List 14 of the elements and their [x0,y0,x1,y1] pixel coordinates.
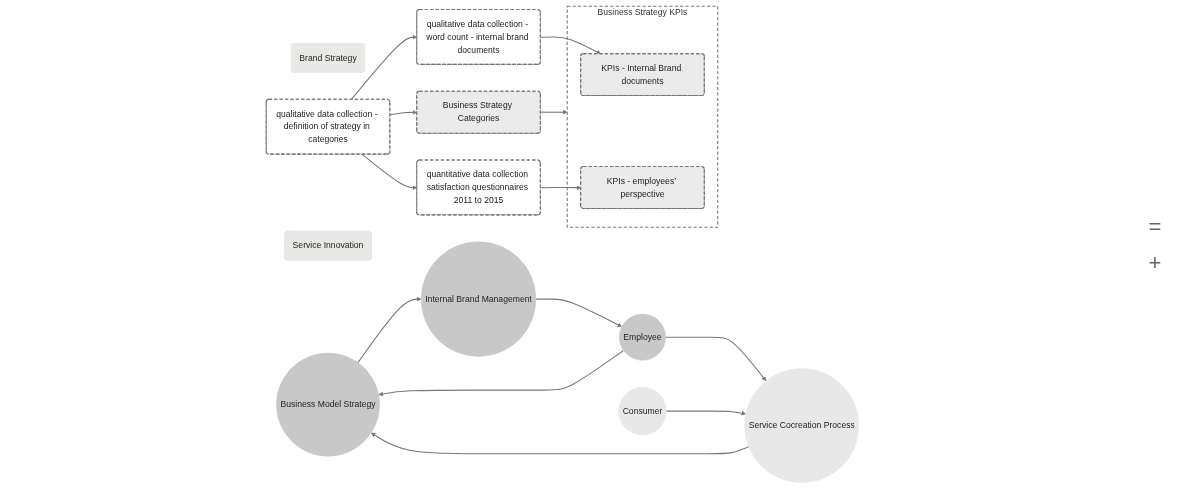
node-circle: Employee [619,313,666,361]
arrow [371,432,750,455]
node-circle: Service Cocreation Process [744,368,860,483]
operator-sign: + [1148,249,1162,276]
node-circle: Consumer [618,386,667,436]
arrow [357,296,422,364]
arrow [665,336,767,382]
node-circle: Business Model Strategy [276,352,380,457]
arrow [665,410,746,416]
node-circle: Internal Brand Management [420,241,537,357]
arrow [378,349,625,397]
arrow [540,36,602,55]
arrow [535,298,623,327]
operator-sign: = [1148,213,1162,240]
